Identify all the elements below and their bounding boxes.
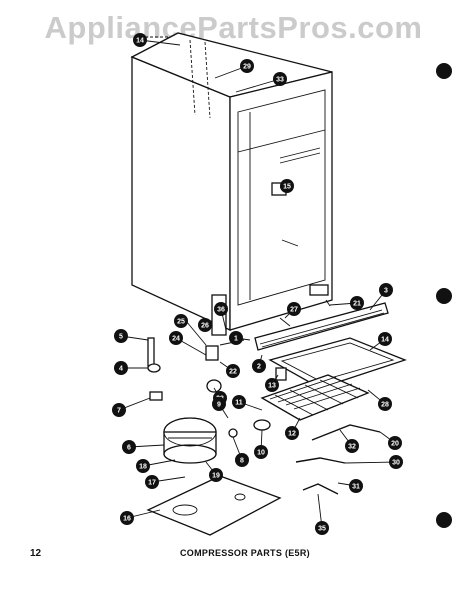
binder-hole-middle bbox=[436, 288, 452, 304]
svg-text:18: 18 bbox=[139, 464, 147, 471]
svg-text:13: 13 bbox=[268, 383, 276, 390]
callout-20: 20 bbox=[388, 436, 402, 450]
svg-text:15: 15 bbox=[283, 184, 291, 191]
callout-29-top: 29 bbox=[240, 59, 254, 73]
binder-hole-top bbox=[436, 63, 452, 79]
callout-7: 7 bbox=[112, 403, 126, 417]
svg-text:10: 10 bbox=[257, 450, 265, 457]
svg-text:6: 6 bbox=[127, 445, 131, 452]
svg-text:4: 4 bbox=[119, 366, 123, 373]
callout-31: 31 bbox=[349, 479, 363, 493]
binder-hole-bottom bbox=[436, 512, 452, 528]
svg-text:32: 32 bbox=[348, 444, 356, 451]
callout-12: 12 bbox=[285, 426, 299, 440]
callout-group: 14 29 33 15 3 21 27 36 5 25 26 1 14 24 2… bbox=[112, 33, 403, 535]
svg-text:14: 14 bbox=[381, 337, 389, 344]
compressor-illustration bbox=[163, 417, 217, 464]
svg-text:3: 3 bbox=[384, 288, 388, 295]
svg-text:24: 24 bbox=[172, 336, 180, 343]
svg-text:36: 36 bbox=[217, 307, 225, 314]
callout-21: 21 bbox=[350, 296, 364, 310]
svg-text:5: 5 bbox=[119, 334, 123, 341]
svg-text:2: 2 bbox=[257, 364, 261, 371]
svg-text:7: 7 bbox=[117, 408, 121, 415]
callout-10: 10 bbox=[254, 445, 268, 459]
watermark: AppliancePartsPros.com bbox=[44, 10, 423, 45]
svg-text:31: 31 bbox=[352, 484, 360, 491]
svg-text:17: 17 bbox=[148, 480, 156, 487]
callout-3: 3 bbox=[379, 283, 393, 297]
svg-text:21: 21 bbox=[353, 301, 361, 308]
small-parts-illustration bbox=[147, 299, 381, 495]
callout-15: 15 bbox=[280, 179, 294, 193]
callout-11: 11 bbox=[232, 395, 246, 409]
kickplate-illustration bbox=[254, 302, 389, 351]
svg-text:33: 33 bbox=[276, 77, 284, 84]
callout-27: 27 bbox=[287, 302, 301, 316]
svg-text:22: 22 bbox=[229, 369, 237, 376]
callout-2: 2 bbox=[252, 359, 266, 373]
callout-8: 8 bbox=[235, 453, 249, 467]
callout-25: 25 bbox=[174, 314, 188, 328]
callout-4: 4 bbox=[114, 361, 128, 375]
svg-text:35: 35 bbox=[318, 526, 326, 533]
svg-text:16: 16 bbox=[123, 516, 131, 523]
callout-28: 28 bbox=[378, 397, 392, 411]
svg-text:29: 29 bbox=[243, 64, 251, 71]
callout-33: 33 bbox=[273, 72, 287, 86]
callout-30: 30 bbox=[389, 455, 403, 469]
svg-text:19: 19 bbox=[212, 473, 220, 480]
callout-22: 22 bbox=[226, 364, 240, 378]
svg-text:28: 28 bbox=[381, 402, 389, 409]
cabinet-illustration bbox=[130, 32, 333, 336]
callout-18: 18 bbox=[136, 459, 150, 473]
svg-text:9: 9 bbox=[217, 402, 221, 409]
svg-text:20: 20 bbox=[391, 441, 399, 448]
drain-pan-illustration bbox=[268, 337, 407, 389]
svg-text:25: 25 bbox=[177, 319, 185, 326]
svg-text:26: 26 bbox=[201, 323, 209, 330]
svg-text:30: 30 bbox=[392, 460, 400, 467]
callout-17: 17 bbox=[145, 475, 159, 489]
callout-24: 24 bbox=[169, 331, 183, 345]
callout-14-top: 14 bbox=[133, 33, 147, 47]
svg-text:14: 14 bbox=[136, 38, 144, 45]
callout-6: 6 bbox=[122, 440, 136, 454]
callout-5: 5 bbox=[114, 329, 128, 343]
svg-text:27: 27 bbox=[290, 307, 298, 314]
callout-1: 1 bbox=[229, 331, 243, 345]
callout-26: 26 bbox=[198, 318, 212, 332]
callout-13: 13 bbox=[265, 378, 279, 392]
callout-32: 32 bbox=[345, 439, 359, 453]
callout-16: 16 bbox=[120, 511, 134, 525]
svg-text:12: 12 bbox=[288, 431, 296, 438]
base-plate-illustration bbox=[146, 475, 282, 536]
callout-9: 9 bbox=[212, 397, 226, 411]
svg-text:1: 1 bbox=[234, 336, 238, 343]
callout-19: 19 bbox=[209, 468, 223, 482]
svg-text:8: 8 bbox=[240, 458, 244, 465]
diagram-title: COMPRESSOR PARTS (E5R) bbox=[180, 548, 310, 558]
callout-35: 35 bbox=[315, 521, 329, 535]
callout-36: 36 bbox=[214, 302, 228, 316]
svg-text:11: 11 bbox=[235, 400, 243, 407]
page-number: 12 bbox=[30, 548, 42, 559]
callout-14: 14 bbox=[378, 332, 392, 346]
condenser-illustration bbox=[260, 374, 370, 421]
